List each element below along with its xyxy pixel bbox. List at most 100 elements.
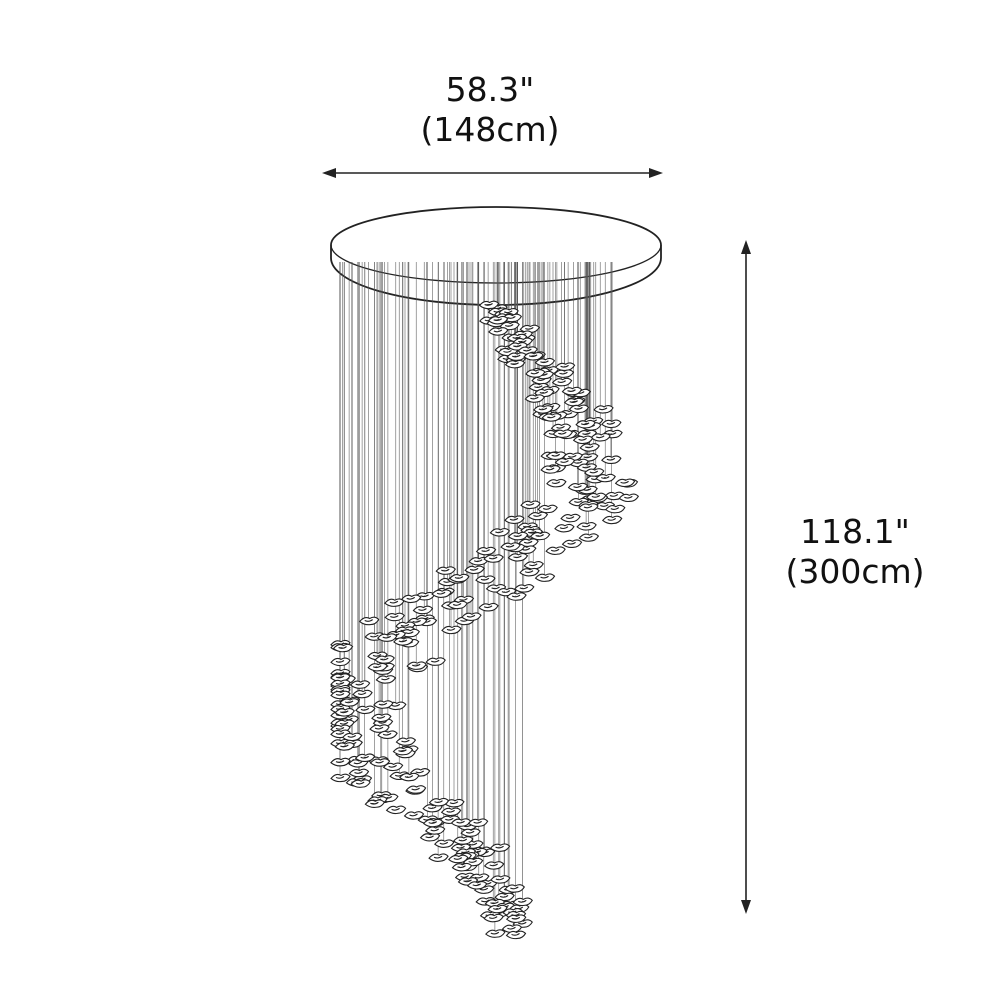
crystal-pendant (545, 546, 566, 555)
crystal-pendant (464, 565, 485, 575)
crystal-pendant (400, 594, 422, 604)
crystal-pendant (578, 533, 600, 542)
crystal-pendant (449, 573, 470, 583)
crystal-pendant (507, 531, 529, 541)
crystal-pendant (334, 708, 355, 717)
crystal-pendant (452, 836, 474, 845)
crystal-pendant (601, 455, 622, 465)
crystal-pendant (339, 698, 360, 707)
crystal-pendant (563, 397, 585, 407)
crystal-pendant (330, 773, 351, 783)
crystal-pendant (534, 573, 556, 582)
crystal-pendant (525, 369, 546, 378)
crystal-pendant (461, 612, 482, 621)
crystal-pendant (524, 394, 546, 403)
crystal-pendant (537, 504, 558, 514)
crystal-pendant (354, 753, 376, 763)
crystal-pendant (440, 807, 462, 817)
crystal-pendant (487, 315, 509, 325)
crystal-pendant (460, 828, 481, 837)
crystal-pendant (552, 429, 573, 438)
crystal-pendant (377, 730, 398, 740)
crystal-pendant (374, 655, 395, 664)
crystal-pendant (546, 478, 567, 488)
crystal-pendant (541, 413, 562, 422)
crystal-pendant (403, 811, 425, 820)
crystal-pendant (431, 589, 452, 598)
crystal-pendant (618, 493, 640, 503)
crystal-pendant (483, 861, 505, 870)
crystal-pendant (504, 359, 526, 369)
crystal-pendant (523, 351, 544, 361)
crystal-pendant (520, 500, 541, 510)
crystal-pendant (399, 772, 420, 782)
crystal-pendant (601, 419, 622, 429)
suspension-wires (339, 262, 613, 931)
crystal-pendant (584, 468, 605, 477)
crystal-pendant (504, 884, 526, 893)
crystal-pendant (579, 443, 600, 452)
crystal-pendant (384, 612, 405, 622)
crystal-pendant (424, 826, 446, 835)
crystal-pendant (371, 713, 392, 723)
crystal-pendant (572, 435, 594, 445)
crystal-pendant (330, 757, 351, 767)
crystal-pendant (533, 405, 554, 414)
crystal-pendant (444, 798, 465, 808)
crystal-pendant (529, 531, 551, 541)
crystal-pendant (568, 404, 590, 414)
crystal-pendant (500, 542, 521, 551)
crystal-pendant (441, 625, 462, 635)
crystal-pendant (534, 357, 556, 367)
crystal-pendant (375, 675, 397, 684)
crystal-pendant (560, 513, 581, 523)
crystal-pendant (554, 362, 576, 371)
crystal-pendant (586, 492, 607, 502)
crystal-pendant (488, 327, 509, 336)
crystal-pendant (466, 880, 488, 890)
crystal-pendant (561, 539, 583, 549)
crystal-pendant (512, 897, 533, 907)
crystal-pendant (393, 637, 414, 646)
crystal-pendant (447, 600, 468, 610)
width-dimension-label: 58.3" (148cm) (340, 70, 640, 150)
crystal-pendant (435, 566, 456, 575)
crystal-pendant (483, 913, 504, 923)
crystal-pendant (590, 433, 611, 442)
crystal-pendant (553, 369, 575, 378)
crystal-pendant (567, 482, 589, 492)
crystal-pendant (330, 657, 351, 667)
crystal-pendant (367, 662, 388, 672)
crystal-pendant (358, 616, 380, 626)
height-dimension-label: 118.1" (300cm) (770, 512, 940, 592)
crystal-pendant (485, 929, 506, 938)
crystal-pendant (575, 419, 596, 429)
crystal-pendant (504, 515, 525, 525)
crystal-pendant (384, 598, 405, 607)
crystal-pendant (518, 538, 539, 547)
crystal-pendant (369, 758, 391, 767)
crystal-pendant (507, 552, 529, 562)
crystal-pendant (405, 785, 427, 794)
crystal-pendant (419, 832, 441, 842)
crystal-pendant (355, 705, 376, 715)
crystal-pendant (448, 854, 469, 864)
crystal-pendant (450, 818, 472, 827)
crystal-pendant (595, 473, 616, 483)
crystal-pendant (373, 700, 394, 709)
crystal-pendant (330, 690, 351, 700)
ceiling-canopy (330, 206, 662, 306)
crystal-pendant (523, 560, 544, 570)
crystal-pendant (527, 511, 549, 521)
crystal-pendant (578, 503, 599, 512)
crystal-pendant (554, 457, 576, 467)
crystal-pendant (489, 528, 511, 537)
crystal-pendant (332, 643, 354, 653)
crystal-pendant (349, 680, 371, 689)
height-metric: (300cm) (785, 552, 925, 591)
crystal-pendant (605, 504, 626, 514)
crystal-pendant (392, 746, 414, 756)
crystal-pendant (395, 737, 417, 746)
crystal-pendant (505, 930, 527, 940)
